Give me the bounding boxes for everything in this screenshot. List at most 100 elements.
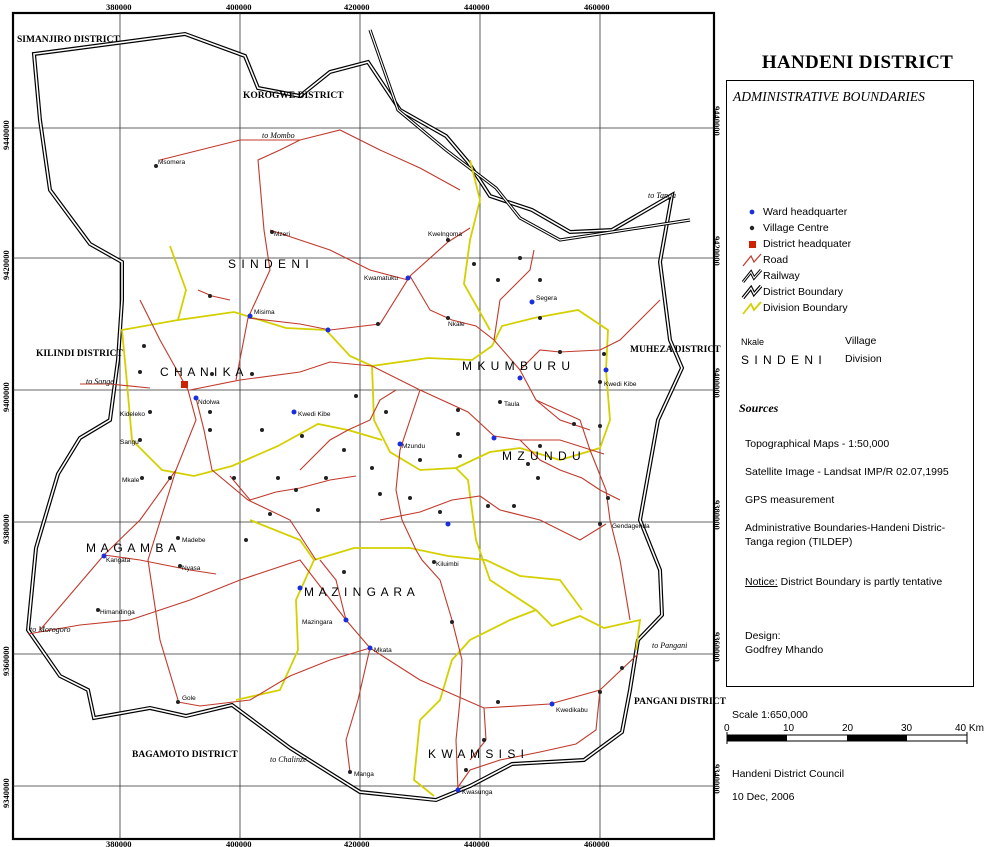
northing-label: 9360000 xyxy=(712,632,722,662)
village-marker xyxy=(294,488,298,492)
neighbour-label: MUHEZA DISTRICT xyxy=(630,345,721,355)
village-marker xyxy=(270,230,274,234)
easting-label: 380000 xyxy=(106,2,132,12)
village-marker xyxy=(446,316,450,320)
ward-name: Mzundu xyxy=(402,443,426,450)
ward-name: Kwamatuku xyxy=(364,275,398,282)
ward-marker xyxy=(405,275,411,281)
district-boundary-line-icon xyxy=(741,284,763,300)
legend-district-boundary: District Boundary xyxy=(741,284,843,300)
source-item: Administrative Boundaries-Handeni Distri… xyxy=(745,522,946,548)
village-marker xyxy=(168,476,172,480)
direction-label: to Morogoro xyxy=(30,625,71,634)
neighbour-label: KILINDI DISTRICT xyxy=(36,349,124,359)
village-marker xyxy=(606,496,610,500)
direction-label: to Tanga xyxy=(648,191,676,200)
neighbour-label: SIMANJIRO DISTRICT xyxy=(17,35,120,45)
scale-tick: 40 Km xyxy=(955,723,984,734)
ward-marker xyxy=(603,367,609,373)
district-map: 380000 400000 420000 440000 460000 38000… xyxy=(1,2,726,847)
village-marker xyxy=(208,410,212,414)
division-label: M A Z I N G A R A xyxy=(304,585,416,599)
scale-tick: 20 xyxy=(842,723,854,734)
village-marker xyxy=(250,372,254,376)
village-marker xyxy=(482,738,486,742)
ward-name: Kwedi Kibe xyxy=(298,411,331,418)
village-marker xyxy=(148,410,152,414)
scale-bar: 0 10 20 30 40 Km xyxy=(724,723,984,744)
neighbour-label: PANGANI DISTRICT xyxy=(634,697,726,707)
district-hq-square-icon xyxy=(741,237,763,251)
easting-label: 380000 xyxy=(106,839,132,847)
village-marker xyxy=(496,700,500,704)
village-name: Mzeri xyxy=(274,231,290,238)
scale-tick: 0 xyxy=(724,723,730,734)
easting-label: 460000 xyxy=(584,2,610,12)
village-marker xyxy=(472,262,476,266)
legend-ward-label: Ward headquarter xyxy=(763,206,848,218)
village-name: Sangu xyxy=(120,439,139,446)
ward-name: Kangata xyxy=(106,557,131,564)
village-marker xyxy=(370,466,374,470)
village-marker xyxy=(598,380,602,384)
legend-railway: Railway xyxy=(741,269,800,283)
ward-name: Misima xyxy=(254,309,275,316)
village-marker xyxy=(538,316,542,320)
legend-ward: Ward headquarter xyxy=(741,205,847,219)
northing-label: 9440000 xyxy=(1,120,11,150)
village-name: Kwelngoma xyxy=(428,231,462,238)
ward-marker xyxy=(101,553,107,559)
date: 10 Dec, 2006 xyxy=(732,791,795,803)
district-boundary-inner xyxy=(27,33,683,801)
notice-text: District Boundary is partly tentative xyxy=(777,576,943,588)
ward-name: Kwasunga xyxy=(462,789,493,796)
village-markers xyxy=(96,164,624,774)
legend-road-label: Road xyxy=(763,254,789,266)
source-item: Topographical Maps - 1:50,000 xyxy=(745,438,890,450)
northing-label: 9380000 xyxy=(712,500,722,530)
village-marker xyxy=(450,620,454,624)
village-marker xyxy=(232,476,236,480)
northing-label: 9420000 xyxy=(1,250,11,280)
railway-inner xyxy=(369,29,691,241)
northing-label: 9420000 xyxy=(712,236,722,266)
ward-marker xyxy=(297,585,303,591)
village-marker xyxy=(538,444,542,448)
village-marker xyxy=(176,700,180,704)
village-marker xyxy=(138,370,142,374)
village-marker xyxy=(138,438,142,442)
scale-tick: 30 xyxy=(901,723,913,734)
scale-text: Scale 1:650,000 xyxy=(732,709,808,721)
division-label: S I N D E N I xyxy=(228,257,310,271)
village-marker xyxy=(496,278,500,282)
roads xyxy=(27,129,661,791)
village-marker xyxy=(260,428,264,432)
village-name: Mkale xyxy=(122,477,140,484)
legend-district-boundary-label: District Boundary xyxy=(763,286,843,298)
northing-label: 9340000 xyxy=(712,764,722,794)
village-marker xyxy=(526,462,530,466)
ward-name: Kwedikabu xyxy=(556,707,588,714)
village-name: Gendagenda xyxy=(612,523,650,530)
village-marker xyxy=(456,432,460,436)
division-label: M Z U N D U xyxy=(502,449,582,463)
village-dot-icon xyxy=(741,221,763,235)
division-boundary-line-icon xyxy=(741,301,763,315)
legend-village: Village Centre xyxy=(741,221,829,235)
railway-line-icon xyxy=(741,269,763,283)
village-marker xyxy=(140,476,144,480)
village-marker xyxy=(408,496,412,500)
legend-division-sample: S I N D E N I xyxy=(741,353,823,367)
legend-district-hq-label: District headquater xyxy=(763,238,852,250)
village-marker xyxy=(342,570,346,574)
easting-label: 400000 xyxy=(226,839,252,847)
neighbour-label: BAGAMOTO DISTRICT xyxy=(132,750,238,760)
direction-label: to Chalinze xyxy=(270,755,307,764)
ward-marker xyxy=(193,395,199,401)
village-marker xyxy=(518,256,522,260)
village-marker xyxy=(176,536,180,540)
ward-marker xyxy=(291,409,297,415)
village-marker xyxy=(418,458,422,462)
village-marker xyxy=(620,666,624,670)
division-label: K W A M S I S I xyxy=(428,747,525,761)
